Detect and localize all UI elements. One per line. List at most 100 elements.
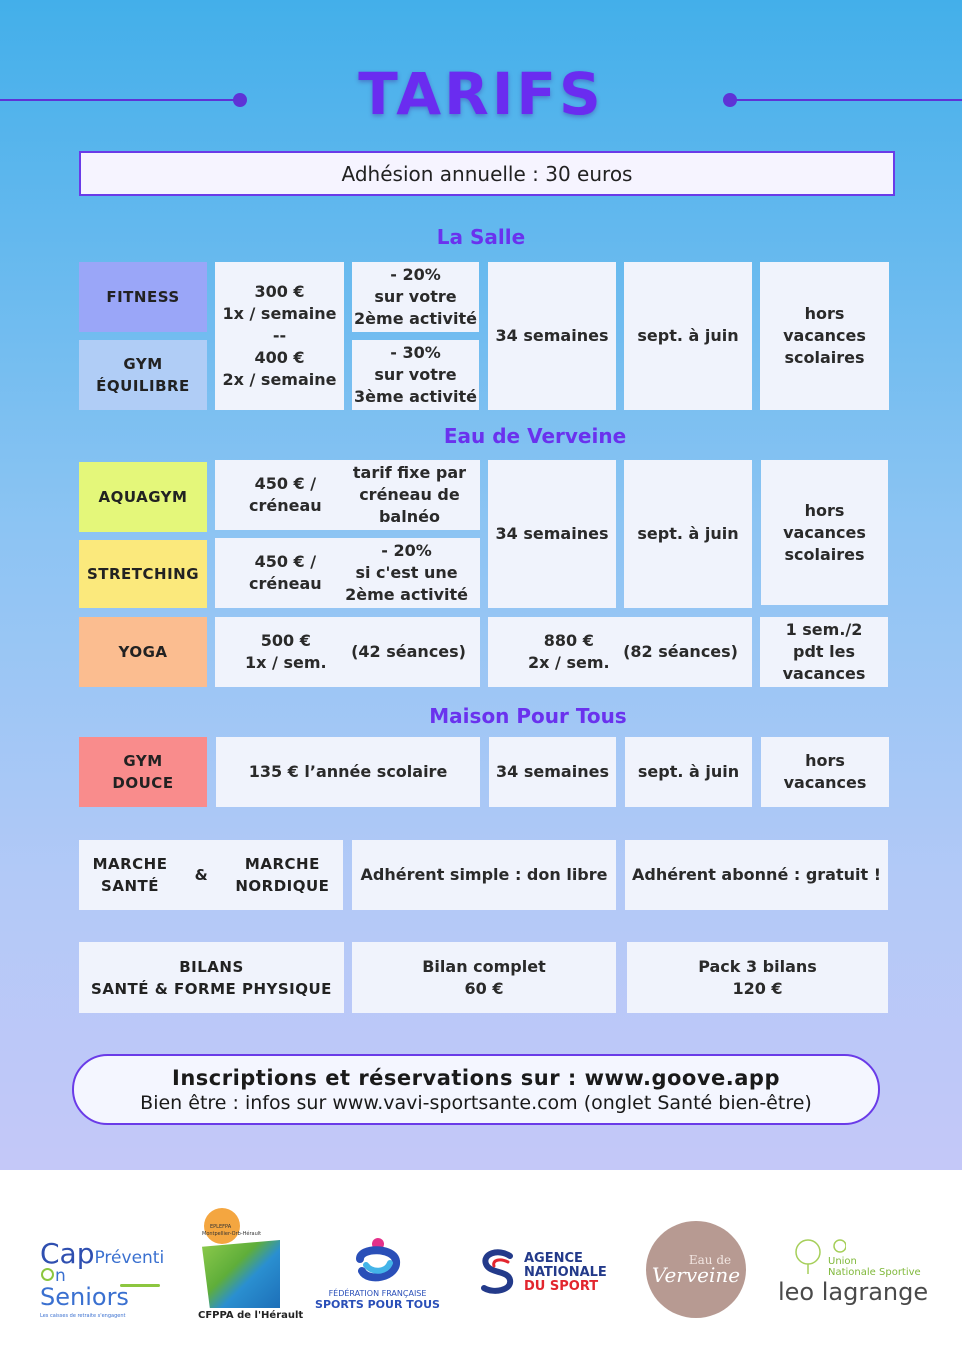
activity-fitness: FITNESS bbox=[79, 262, 207, 332]
holidays-line: vacances bbox=[783, 773, 867, 792]
marche-activities: MARCHE SANTÉ & MARCHE NORDIQUE bbox=[79, 840, 343, 910]
sessions-count: (82 séances) bbox=[623, 642, 738, 661]
activity-label-line: DOUCE bbox=[112, 774, 174, 792]
price-line: 300 € bbox=[254, 282, 305, 301]
logo-text: Préventi bbox=[94, 1248, 165, 1268]
discount-line: 3ème activité bbox=[354, 387, 477, 406]
logo-text: Cap bbox=[40, 1237, 95, 1270]
banner-line-1[interactable]: Inscriptions et réservations sur : www.g… bbox=[172, 1065, 780, 1090]
salle-price-cell: 300 € 1x / semaine -- 400 € 2x / semaine bbox=[215, 262, 344, 410]
price-line: 2x / sem. bbox=[528, 653, 610, 672]
logo-text: Union bbox=[828, 1256, 857, 1267]
maison-price: 135 € l’année scolaire bbox=[216, 737, 480, 807]
cfppa-landscape-icon bbox=[202, 1240, 280, 1308]
leo-tree-icon bbox=[795, 1239, 846, 1274]
note-line: 1 sem./2 bbox=[785, 620, 863, 639]
logo-text: Eau de bbox=[688, 1252, 732, 1267]
activity-label-line: ÉQUILIBRE bbox=[96, 377, 190, 395]
holidays-line: vacances bbox=[783, 326, 866, 345]
price-line: 1x / semaine bbox=[222, 304, 337, 323]
price-line: 400 € bbox=[254, 348, 305, 367]
logo-text: CFPPA de l'Hérault bbox=[198, 1310, 304, 1321]
activity-aquagym: AQUAGYM bbox=[79, 462, 207, 532]
salle-period: sept. à juin bbox=[624, 262, 752, 410]
section-title-maison: Maison Pour Tous bbox=[429, 704, 627, 728]
bilan-price: 60 € bbox=[464, 978, 504, 998]
note-line: vacances bbox=[782, 664, 866, 683]
title-line-right bbox=[730, 99, 962, 101]
ffsp-emblem-icon bbox=[355, 1237, 400, 1281]
discount-line: - 20% bbox=[390, 265, 441, 284]
holidays-line: hors bbox=[804, 304, 845, 323]
cap-prevention-seniors-logo: CapPréventin Seniors Les caisses de retr… bbox=[40, 1237, 165, 1320]
holidays-line: hors bbox=[805, 751, 845, 770]
banner-line-2[interactable]: Bien être : infos sur www.vavi-sportsant… bbox=[140, 1091, 812, 1114]
title-line-left bbox=[0, 99, 240, 101]
activity-stretching: STRETCHING bbox=[79, 540, 207, 608]
bilan-line: Pack 3 bilans bbox=[698, 956, 817, 976]
logo-swoosh bbox=[120, 1284, 160, 1287]
price-line: créneau bbox=[249, 574, 322, 593]
note-line: 2ème activité bbox=[345, 585, 468, 604]
marche-simple: Adhérent simple : don libre bbox=[352, 840, 616, 910]
ans-s-icon bbox=[481, 1249, 514, 1294]
ampersand: & bbox=[194, 866, 209, 884]
activity-label-line: SANTÉ bbox=[101, 877, 159, 895]
price-line: 880 € bbox=[543, 631, 594, 650]
activity-label-line: NORDIQUE bbox=[235, 877, 330, 895]
eau-de-verveine-logo: Eau de Verveine bbox=[646, 1221, 746, 1318]
title-dot-left bbox=[233, 93, 247, 107]
discount-line: 2ème activité bbox=[354, 309, 477, 328]
activity-label: FITNESS bbox=[106, 288, 180, 306]
note-line: si c'est une bbox=[355, 563, 458, 582]
price-line: 450 € / bbox=[254, 552, 317, 571]
logo-text: leo lagrange bbox=[778, 1278, 929, 1306]
bilan-line: Bilan complet bbox=[422, 956, 546, 976]
section-title-verveine: Eau de Verveine bbox=[443, 424, 627, 448]
discount-line: sur votre bbox=[374, 365, 457, 384]
note-line: tarif fixe par bbox=[352, 463, 466, 482]
logo-text: NATIONALE bbox=[524, 1265, 607, 1280]
logo-text: Seniors bbox=[40, 1283, 129, 1311]
price-separator: -- bbox=[272, 326, 287, 345]
price-line: créneau bbox=[249, 496, 322, 515]
note-line: pdt les bbox=[793, 642, 855, 661]
logo-text: SPORTS POUR TOUS bbox=[315, 1297, 440, 1311]
cfppa-logo: EPLEFPA Montpellier-Orb-Hérault CFPPA de… bbox=[198, 1208, 304, 1326]
ffsp-logo: FÉDÉRATION FRANÇAISE SPORTS POUR TOUS bbox=[305, 1230, 450, 1315]
sessions-count: (42 séances) bbox=[351, 642, 466, 661]
yoga-holidays-note: 1 sem./2 pdt les vacances bbox=[760, 617, 888, 687]
activity-label-line: SANTÉ & FORME PHYSIQUE bbox=[91, 979, 332, 998]
inscriptions-banner: Inscriptions et réservations sur : www.g… bbox=[72, 1054, 880, 1125]
maison-weeks: 34 semaines bbox=[489, 737, 616, 807]
activity-label-line: MARCHE bbox=[92, 855, 168, 873]
adhesion-box: Adhésion annuelle : 30 euros bbox=[79, 151, 895, 196]
activity-label-line: MARCHE bbox=[244, 855, 320, 873]
logo-tagline: Les caisses de retraite s'engagent bbox=[40, 1313, 126, 1319]
price-line: 450 € / bbox=[254, 474, 317, 493]
salle-weeks: 34 semaines bbox=[488, 262, 616, 410]
logo-text: AGENCE bbox=[524, 1251, 583, 1266]
activity-yoga: YOGA bbox=[79, 617, 207, 687]
ans-logo: AGENCE NATIONALE DU SPORT bbox=[478, 1248, 618, 1298]
price-line: 2x / semaine bbox=[222, 370, 337, 389]
logo-text: DU SPORT bbox=[524, 1279, 599, 1294]
page-title: TARIFS bbox=[358, 60, 604, 128]
cfppa-sun-icon bbox=[204, 1208, 240, 1244]
logo-text: FÉDÉRATION FRANÇAISE bbox=[328, 1288, 427, 1298]
logo-text: EPLEFPA bbox=[210, 1224, 232, 1230]
holidays-line: hors bbox=[804, 500, 845, 520]
footer-logos bbox=[0, 1170, 962, 1365]
verveine-weeks: 34 semaines bbox=[488, 460, 616, 608]
logo-text: Nationale Sportive bbox=[828, 1267, 921, 1278]
title-dot-right bbox=[723, 93, 737, 107]
